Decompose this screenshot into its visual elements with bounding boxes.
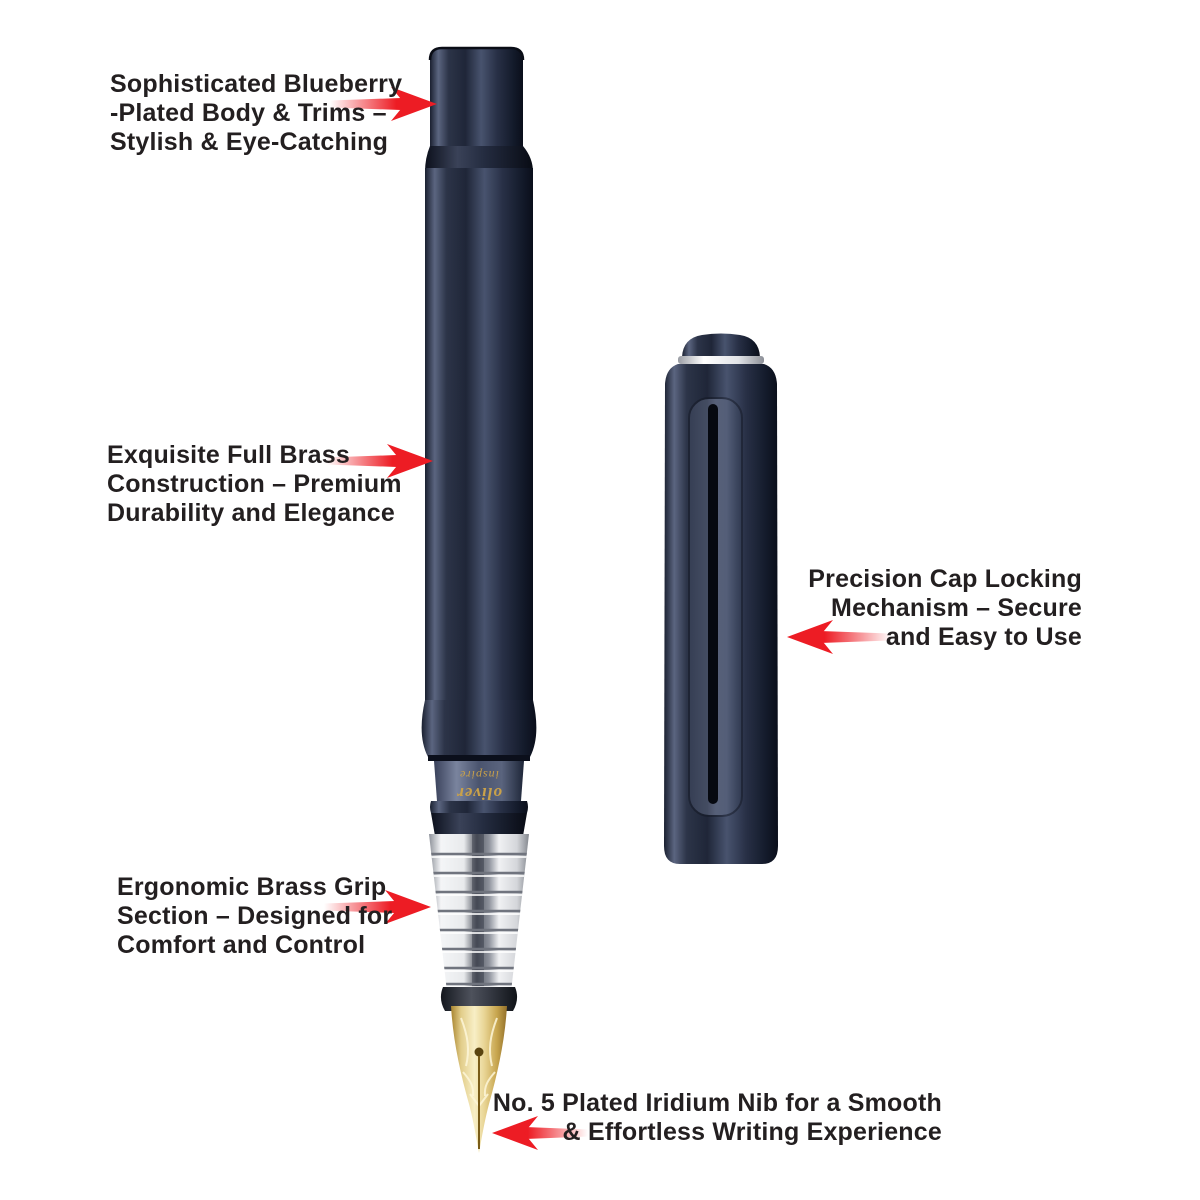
pen-cap: [664, 333, 778, 864]
callout-cap-line-2: Mechanism – Secure: [831, 594, 1082, 622]
callout-brass-line-3: Durability and Elegance: [107, 499, 396, 527]
callout-grip-line-1: Ergonomic Brass Grip: [117, 873, 387, 901]
pen-top-finial: [430, 48, 523, 148]
callout-body: Sophisticated Blueberry -Plated Body & T…: [110, 70, 402, 157]
callout-brass: Exquisite Full Brass Construction – Prem…: [107, 441, 402, 528]
pen-body: oliver inspire: [421, 46, 537, 1153]
callout-brass-line-2: Construction – Premium: [107, 470, 402, 498]
nib-engraving-right: [483, 1017, 498, 1097]
callout-cap-line-3: and Easy to Use: [885, 623, 1082, 651]
callout-grip-line-2: Section – Designed for: [117, 902, 393, 930]
nib: [451, 1006, 507, 1153]
model-text: inspire: [459, 768, 499, 782]
callout-grip: Ergonomic Brass Grip Section – Designed …: [117, 873, 392, 960]
nib-collar: [440, 987, 518, 1011]
arrow-body-icon: [330, 87, 437, 121]
barrel-end-ring: [430, 801, 528, 813]
arrow-nib-icon: [492, 1116, 588, 1150]
callout-nib: No. 5 Plated Iridium Nib for a Smooth & …: [493, 1089, 942, 1147]
callout-body-line-1: Sophisticated Blueberry: [110, 70, 403, 98]
callout-nib-line-1: No. 5 Plated Iridium Nib for a Smooth: [492, 1089, 942, 1117]
nib-engraving-left: [460, 1017, 475, 1097]
pen-barrel: [425, 168, 533, 705]
callout-grip-line-3: Comfort and Control: [117, 931, 366, 959]
cap-dome: [682, 333, 760, 357]
nib-breather-hole: [474, 1047, 484, 1057]
pen-shoulder: [425, 146, 533, 172]
pen-top-edge: [428, 46, 525, 61]
cap-clip: [708, 404, 718, 804]
barrel-end-band: [431, 813, 527, 836]
cap-ring: [678, 356, 764, 364]
pen-barrel-bulge: [421, 700, 537, 757]
callout-body-line-3: Stylish & Eye-Catching: [110, 128, 389, 156]
barrel-groove: [428, 755, 530, 761]
callout-cap: Precision Cap Locking Mechanism – Secure…: [808, 565, 1082, 652]
brand-engraving: oliver inspire: [456, 768, 502, 803]
grip-section: [429, 834, 529, 992]
callout-cap-line-1: Precision Cap Locking: [808, 565, 1082, 593]
brand-band: [434, 761, 524, 801]
arrow-cap-icon: [787, 620, 891, 654]
callout-body-line-2: -Plated Body & Trims –: [110, 99, 387, 127]
arrow-grip-icon: [324, 890, 431, 924]
callout-brass-line-1: Exquisite Full Brass: [107, 441, 350, 469]
brand-text: oliver: [456, 784, 502, 803]
arrow-brass-icon: [326, 444, 433, 478]
callout-nib-line-2: & Effortless Writing Experience: [562, 1118, 942, 1146]
